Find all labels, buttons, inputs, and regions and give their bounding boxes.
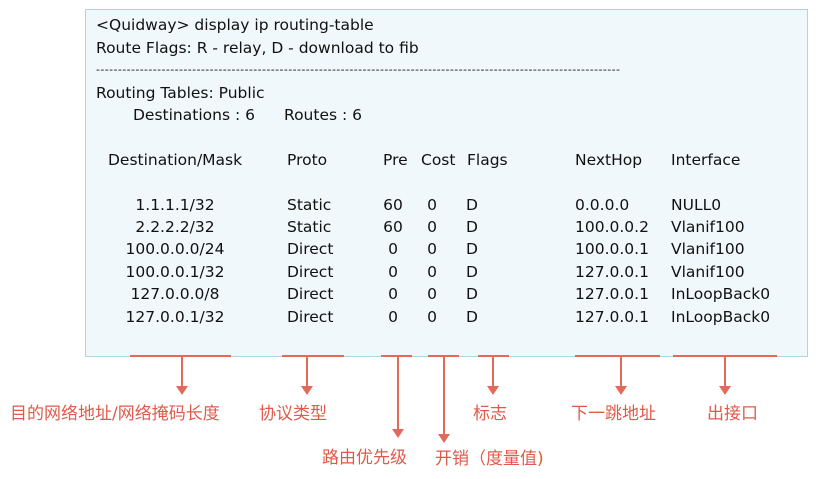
cell-flags: D: [466, 263, 478, 281]
cell-interface: Vlanif100: [671, 263, 745, 281]
cell-flags: D: [466, 218, 478, 236]
cell-destination: 2.2.2.2/32: [135, 218, 215, 236]
cell-cost: 0: [427, 196, 437, 214]
cell-interface: InLoopBack0: [671, 308, 771, 326]
label-next-hop: 下一跳地址: [571, 404, 656, 424]
underline-proto: [282, 355, 344, 357]
routing-tables-title: Routing Tables: Public: [96, 84, 265, 102]
cell-flags: D: [466, 240, 478, 258]
label-route-priority: 路由优先级: [322, 448, 407, 468]
cell-interface: Vlanif100: [671, 218, 745, 236]
cell-flags: D: [466, 285, 478, 303]
cell-nexthop: 127.0.0.1: [575, 285, 649, 303]
command-line: <Quidway> display ip routing-table: [96, 16, 374, 34]
cell-interface: InLoopBack0: [671, 285, 771, 303]
arrow-down-icon: [176, 357, 188, 395]
cell-interface: NULL0: [671, 196, 722, 214]
cell-destination: 127.0.0.0/8: [130, 285, 220, 303]
route-flags-legend: Route Flags: R - relay, D - download to …: [96, 39, 419, 57]
cell-pre: 60: [383, 196, 403, 214]
cell-destination: 127.0.0.1/32: [125, 308, 225, 326]
header-destination-mask: Destination/Mask: [108, 151, 243, 169]
header-cost: Cost: [421, 151, 456, 169]
routes-count: Routes : 6: [284, 106, 363, 124]
cell-nexthop: 127.0.0.1: [575, 308, 649, 326]
underline-flags: [478, 355, 509, 357]
cell-pre: 0: [388, 285, 398, 303]
arrow-down-icon: [392, 357, 404, 438]
separator-line: ----------------------------------------…: [96, 63, 621, 76]
underline-cost: [428, 355, 459, 357]
label-out-interface: 出接口: [707, 404, 758, 424]
cell-nexthop: 100.0.0.1: [575, 240, 649, 258]
cell-nexthop: 100.0.0.2: [575, 218, 649, 236]
cell-proto: Direct: [287, 240, 334, 258]
cell-proto: Static: [287, 218, 332, 236]
cell-destination: 100.0.0.0/24: [125, 240, 225, 258]
cell-cost: 0: [427, 285, 437, 303]
cell-cost: 0: [427, 263, 437, 281]
header-pre: Pre: [383, 151, 408, 169]
cell-pre: 0: [388, 263, 398, 281]
arrow-down-icon: [301, 357, 313, 395]
cell-proto: Direct: [287, 263, 334, 281]
label-protocol-type: 协议类型: [259, 404, 327, 424]
underline-destination: [130, 355, 231, 357]
label-flags: 标志: [473, 404, 507, 424]
cell-pre: 0: [388, 240, 398, 258]
cell-nexthop: 0.0.0.0: [575, 196, 630, 214]
header-nexthop: NextHop: [575, 151, 643, 169]
cell-cost: 0: [427, 218, 437, 236]
cell-proto: Static: [287, 196, 332, 214]
underline-nexthop: [575, 355, 660, 357]
cell-pre: 0: [388, 308, 398, 326]
cell-proto: Direct: [287, 308, 334, 326]
arrow-down-icon: [438, 357, 450, 443]
routing-table-console: [85, 9, 808, 357]
underline-interface: [673, 355, 777, 357]
arrow-down-icon: [487, 357, 499, 395]
cell-interface: Vlanif100: [671, 240, 745, 258]
header-flags: Flags: [467, 151, 508, 169]
cell-flags: D: [466, 308, 478, 326]
arrow-down-icon: [615, 357, 627, 395]
cell-cost: 0: [427, 240, 437, 258]
arrow-down-icon: [719, 357, 731, 395]
cell-pre: 60: [383, 218, 403, 236]
header-proto: Proto: [287, 151, 328, 169]
cell-destination: 100.0.0.1/32: [125, 263, 225, 281]
cell-destination: 1.1.1.1/32: [135, 196, 215, 214]
destinations-count: Destinations : 6: [133, 106, 255, 124]
label-destination-mask: 目的网络地址/网络掩码长度: [10, 404, 220, 424]
cell-cost: 0: [427, 308, 437, 326]
cell-flags: D: [466, 196, 478, 214]
cell-nexthop: 127.0.0.1: [575, 263, 649, 281]
cell-proto: Direct: [287, 285, 334, 303]
label-cost: 开销（度量值): [435, 449, 544, 469]
underline-pre: [381, 355, 412, 357]
header-interface: Interface: [671, 151, 741, 169]
